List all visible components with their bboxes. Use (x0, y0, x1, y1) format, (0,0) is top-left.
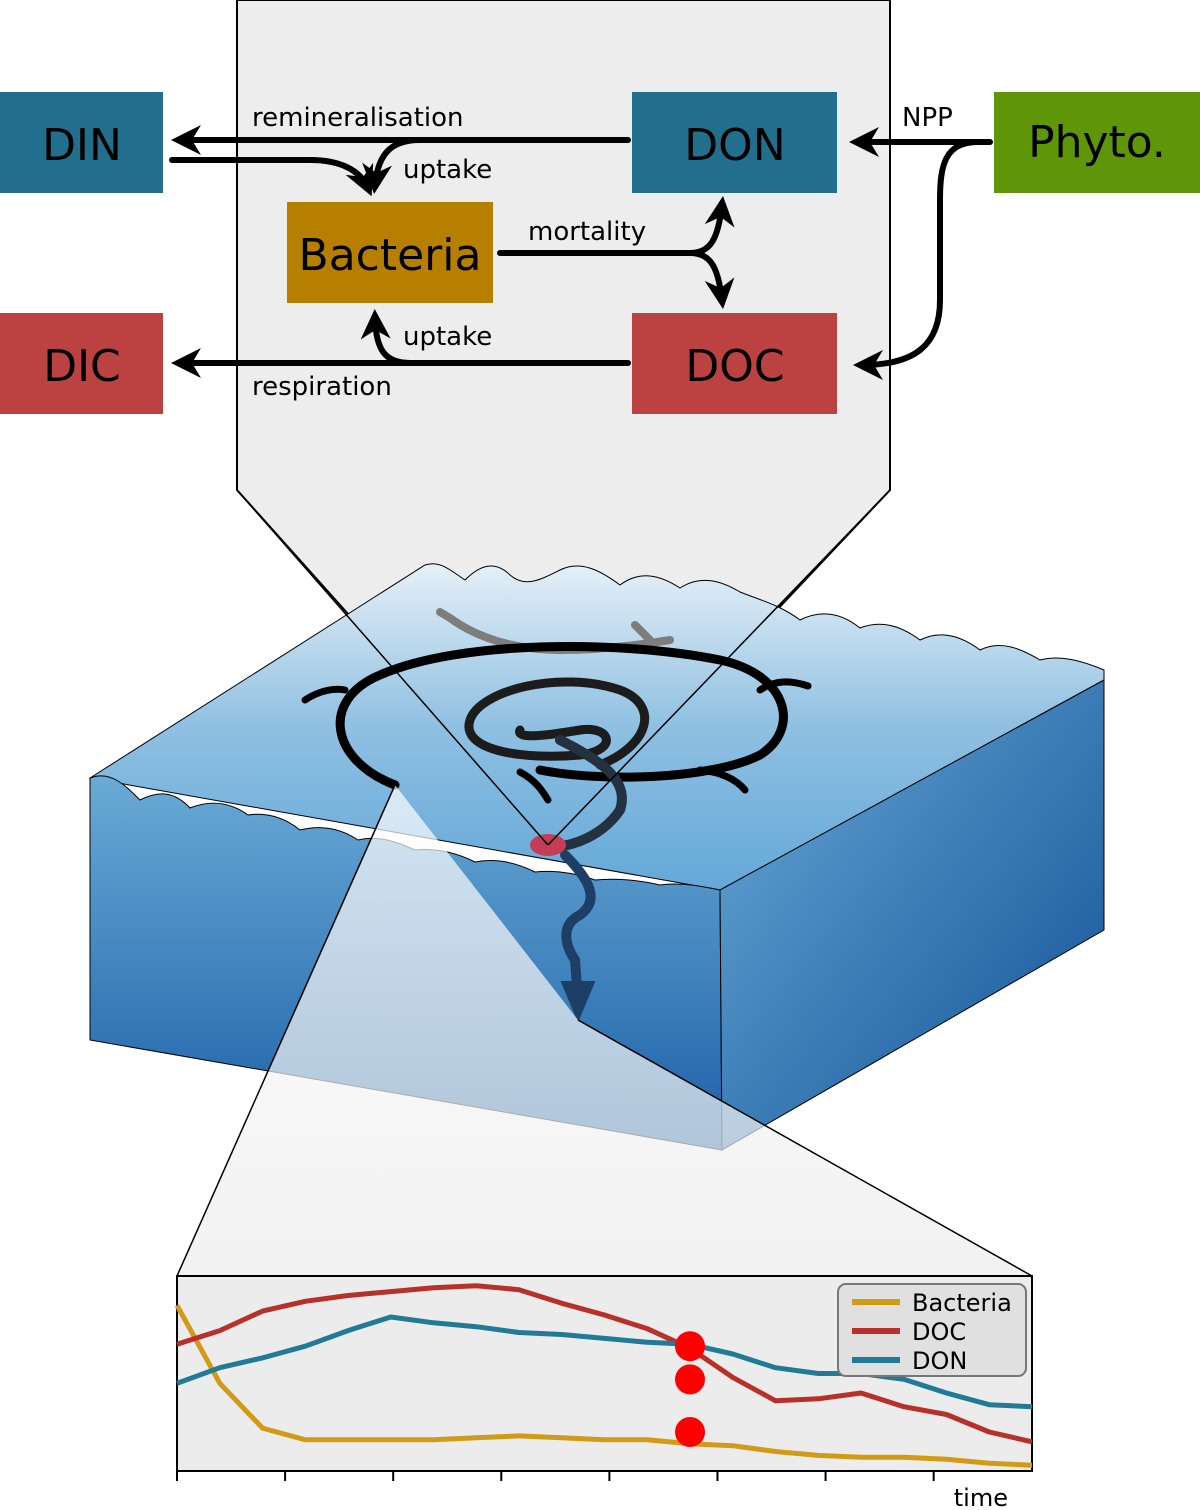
funnel-line-right (547, 489, 891, 846)
legend-label-doc: DOC (912, 1318, 966, 1346)
chart-series-group (174, 1283, 1033, 1468)
box-dic: DIC (0, 313, 163, 414)
funnel-line-bottom-left (176, 784, 396, 1277)
label-uptake-din: uptake (403, 155, 492, 185)
label-mortality: mortality (528, 217, 646, 247)
chart-marker-point (675, 1364, 705, 1395)
chart-x-ticks (176, 1471, 935, 1481)
legend-label-bacteria: Bacteria (912, 1289, 1012, 1317)
box-dic-label: DIC (43, 341, 121, 392)
x-axis-label: time (954, 1484, 1008, 1510)
zoom-funnel-bottom (177, 785, 1032, 1276)
arrow-npp-doc (853, 139, 981, 380)
box-phyto: Phyto. (994, 92, 1200, 193)
arrow-mortality-doc (687, 250, 735, 309)
flow-arrows (169, 125, 993, 380)
series-line-bacteria (174, 1304, 1033, 1468)
series-line-don (176, 1314, 1033, 1410)
box-don: DON (632, 92, 837, 193)
arrow-uptake-don (362, 137, 423, 194)
chart-marker-point (675, 1331, 705, 1362)
funnel-line-bottom-right (577, 1019, 1033, 1277)
box-din-label: DIN (42, 120, 122, 171)
chart-marker-point (675, 1417, 705, 1447)
legend-box (837, 1283, 1027, 1377)
label-remineralisation: remineralisation (252, 103, 464, 133)
box-bacteria-label: Bacteria (299, 230, 482, 281)
box-don-label: DON (684, 120, 785, 171)
arrow-uptake-din (169, 157, 374, 197)
box-phyto-label: Phyto. (1028, 117, 1166, 168)
eddy-swirl (301, 608, 812, 1023)
label-npp: NPP (902, 103, 953, 133)
legend-label-don: DON (912, 1347, 967, 1375)
box-din: DIN (0, 92, 163, 193)
series-line-doc (176, 1283, 1033, 1445)
box-doc: DOC (632, 313, 837, 414)
arrow-uptake-doc (360, 309, 413, 366)
chart-markers-group (675, 1331, 705, 1447)
box-bacteria: Bacteria (287, 202, 493, 303)
ocean-side-face (719, 679, 1105, 1151)
label-respiration: respiration (252, 372, 392, 402)
funnel-line-left (236, 489, 549, 846)
label-uptake-doc: uptake (403, 322, 492, 352)
box-doc-label: DOC (685, 341, 784, 392)
